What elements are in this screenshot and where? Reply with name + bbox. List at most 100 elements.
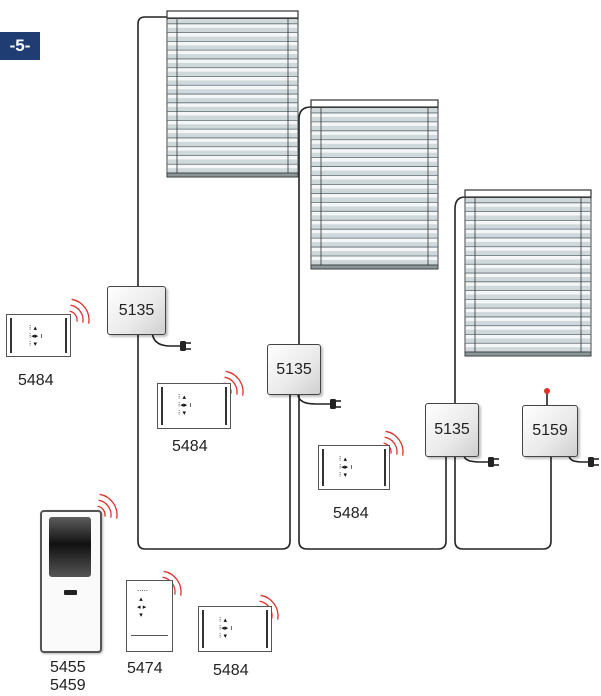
step-badge: -5-	[0, 32, 40, 60]
blind-slat	[168, 98, 297, 103]
blind-slat	[466, 198, 590, 203]
handheld-remote	[40, 510, 102, 653]
signal-arc	[99, 493, 118, 519]
signal-arc	[70, 304, 84, 323]
wire-loop-3	[454, 196, 552, 550]
blind-slat	[168, 133, 297, 138]
plug-cable-2	[297, 393, 330, 405]
blind-slat	[466, 338, 590, 344]
blind-slat	[312, 242, 437, 248]
blind-slat	[466, 215, 590, 221]
keypad-label: 5474	[127, 660, 163, 677]
blind-slat	[312, 116, 437, 122]
blind-slat	[168, 80, 297, 86]
blind-slat	[312, 251, 437, 257]
handheld-label-2: 5459	[50, 677, 86, 694]
blind-headrail	[464, 189, 592, 198]
blind-slat	[312, 108, 437, 113]
plug-body	[330, 399, 336, 409]
wire-loop-2	[298, 106, 447, 550]
power-plug-icon	[180, 341, 191, 351]
wall-remote-1: ⁝ ▴⁝◂▸ ı⁝ ▾	[6, 314, 71, 357]
arrow-keys-icon: ⁝ ▴⁝◂▸ ı⁝ ▾	[29, 324, 43, 348]
power-plug-icon	[588, 457, 599, 467]
blind-slat	[466, 268, 590, 274]
blind-slat	[312, 134, 437, 140]
blind-slat	[312, 260, 437, 265]
arrow-keys-icon: ⁝ ▴⁝◂▸ ı⁝ ▾	[219, 616, 233, 640]
blind-slat	[168, 19, 297, 24]
signal-arc	[71, 298, 90, 324]
blind-slat	[466, 206, 590, 212]
blind-slat	[168, 89, 297, 95]
plug-body	[488, 457, 494, 467]
wall-remote-4: ⁝ ▴⁝◂▸ ı⁝ ▾	[198, 606, 272, 652]
venetian-blind-3	[464, 189, 592, 357]
blind-bottom-rail	[464, 351, 592, 357]
blind-headrail	[166, 10, 299, 19]
blind-slat	[312, 179, 437, 185]
blind-slat	[312, 188, 437, 194]
radio-signal-icon	[97, 493, 118, 519]
plug-body	[588, 457, 594, 467]
remote-label-4: 5484	[213, 662, 249, 679]
remote-label-3: 5484	[333, 505, 369, 522]
blind-slat	[168, 27, 297, 33]
keypad-footer	[131, 635, 168, 647]
arrow-keys-icon: ⁝ ▴⁝◂▸ ı⁝ ▾	[339, 455, 353, 479]
blind-slat	[168, 168, 297, 174]
blind-slat	[168, 141, 297, 147]
arrow-keys-icon: ⁝ ▴⁝◂▸ ı⁝ ▾	[178, 393, 192, 417]
signal-arc	[98, 499, 112, 518]
blind-slat	[312, 161, 437, 167]
blind-slat	[312, 152, 437, 158]
keypad-remote: ····· ▴◂ ▸ ▾	[126, 580, 173, 652]
blind-slat	[168, 150, 297, 156]
blind-bottom-rail	[166, 172, 299, 178]
blind-slat	[466, 312, 590, 317]
blind-slat	[466, 303, 590, 309]
venetian-blind-1	[166, 10, 299, 178]
signal-arc	[260, 594, 279, 620]
actuator-box-5135-2: 5135	[267, 344, 321, 395]
blind-headrail	[310, 99, 439, 108]
signal-arc	[163, 570, 182, 596]
blind-slat	[466, 259, 590, 265]
blind-slat	[312, 170, 437, 176]
blind-slat	[466, 320, 590, 326]
blind-slat	[466, 347, 590, 353]
power-plug-icon	[488, 457, 499, 467]
blind-slat	[168, 62, 297, 68]
handheld-screen	[49, 517, 91, 577]
blind-slat	[312, 125, 437, 131]
blind-slat	[168, 71, 297, 77]
blind-slat	[466, 277, 590, 282]
remote-label-2: 5484	[172, 438, 208, 455]
blind-slat	[168, 115, 297, 121]
actuator-box-5135-3: 5135	[425, 403, 479, 457]
blind-slat	[168, 106, 297, 112]
wall-remote-3: ⁝ ▴⁝◂▸ ı⁝ ▾	[318, 445, 390, 490]
blind-slat	[312, 215, 437, 221]
blind-slat	[466, 294, 590, 300]
wall-remote-2: ⁝ ▴⁝◂▸ ı⁝ ▾	[157, 383, 231, 429]
blind-bottom-rail	[310, 264, 439, 270]
venetian-blind-2	[310, 99, 439, 270]
blind-slat	[168, 159, 297, 165]
blind-slat	[312, 224, 437, 230]
blind-slat	[312, 206, 437, 212]
blind-slat	[312, 197, 437, 203]
actuator-box-5159: 5159	[522, 405, 578, 457]
blind-slat	[466, 241, 590, 247]
blind-slat	[168, 54, 297, 59]
handheld-label-1: 5455	[50, 659, 86, 676]
signal-arc	[384, 436, 398, 455]
signal-arc	[385, 430, 404, 456]
power-plug-icon	[330, 399, 341, 409]
blind-slat	[466, 329, 590, 335]
blind-slat	[466, 224, 590, 230]
plug-body	[180, 341, 186, 351]
blind-slat	[168, 36, 297, 42]
wire-loop-1	[137, 16, 291, 550]
